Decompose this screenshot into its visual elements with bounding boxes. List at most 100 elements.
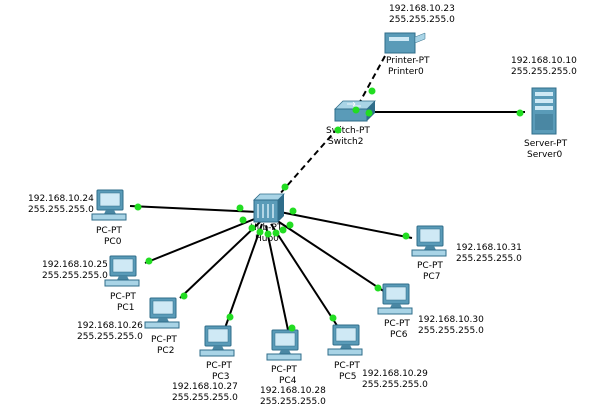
hub-device[interactable]: [253, 193, 285, 223]
printer-ip: 192.168.10.23: [389, 4, 455, 14]
link-hub-pc4: [265, 225, 289, 331]
pc-device[interactable]: [266, 329, 302, 361]
pc-icon: [411, 225, 447, 257]
pc-type-label: PC-PT: [96, 226, 122, 236]
link-up-dot: [281, 183, 289, 191]
pc-ip: 192.168.10.27: [172, 382, 238, 392]
server-device[interactable]: [531, 87, 557, 135]
pc-name-label: PC0: [104, 237, 122, 247]
pc-device[interactable]: [411, 225, 447, 257]
pc-type-label: PC-PT: [417, 261, 443, 271]
pc-ip: 192.168.10.30: [418, 315, 484, 325]
pc-name-label: PC5: [339, 372, 356, 382]
pc-device[interactable]: [327, 324, 363, 356]
pc-ip: 192.168.10.25: [42, 260, 108, 270]
printer-mask: 255.255.255.0: [389, 15, 455, 25]
pc-type-label: PC-PT: [110, 292, 136, 302]
link-status-dots: [134, 87, 524, 332]
pc-icon: [91, 189, 127, 221]
pc-icon: [266, 329, 302, 361]
link-up-dot: [256, 228, 264, 236]
pc-mask: 255.255.255.0: [28, 205, 94, 215]
link-up-dot: [288, 324, 296, 332]
pc-device[interactable]: [144, 297, 180, 329]
link-up-dot: [286, 221, 294, 229]
link-up-dot: [368, 87, 376, 95]
pc-name-label: PC1: [117, 303, 134, 313]
link-up-dot: [329, 314, 337, 322]
link-up-dot: [365, 109, 373, 117]
pc-type-label: PC-PT: [384, 319, 410, 329]
pc-type-label: PC-PT: [334, 361, 360, 371]
hub-type-label: Hub-PT: [250, 223, 283, 233]
link-up-dot: [279, 226, 287, 234]
server-type-label: Server-PT: [524, 139, 568, 149]
pc-ip: 192.168.10.29: [362, 369, 428, 379]
pc-device[interactable]: [104, 255, 140, 287]
link-hub-pc5: [270, 223, 339, 328]
link-up-dot: [402, 232, 410, 240]
pc-type-label: PC-PT: [271, 365, 297, 375]
link-up-dot: [145, 257, 153, 265]
printer-name-label: Printer0: [388, 67, 424, 77]
pc-name-label: PC2: [157, 346, 174, 356]
link-up-dot: [236, 204, 244, 212]
pc-mask: 255.255.255.0: [42, 271, 108, 281]
pc-icon: [199, 325, 235, 357]
link-up-dot: [289, 207, 297, 215]
link-up-dot: [239, 216, 247, 224]
pc-device[interactable]: [199, 325, 235, 357]
pc-name-label: PC7: [423, 272, 440, 282]
link-up-dot: [264, 230, 272, 238]
link-hub-pc2: [179, 221, 261, 299]
link-up-dot: [248, 224, 256, 232]
link-up-dot: [334, 126, 342, 134]
link-up-dot: [352, 106, 360, 114]
switch-name-label: Switch2: [328, 137, 363, 147]
pc-icon: [144, 297, 180, 329]
link-switch-hub: [277, 127, 339, 197]
pc-icon: [104, 255, 140, 287]
server-mask: 255.255.255.0: [511, 67, 577, 77]
pc-name-label: PC4: [279, 376, 297, 386]
pc-icon: [377, 283, 413, 315]
link-hub-pc0: [129, 205, 258, 213]
link-up-dot: [374, 284, 382, 292]
pc-name-label: PC3: [212, 372, 229, 382]
pc-ip: 192.168.10.24: [28, 194, 94, 204]
link-up-dot: [180, 292, 188, 300]
server-icon: [531, 87, 557, 135]
pc-mask: 255.255.255.0: [172, 393, 238, 403]
server-ip: 192.168.10.10: [511, 56, 577, 66]
pc-icon: [327, 324, 363, 356]
pc-ip: 192.168.10.28: [260, 386, 326, 396]
link-up-dot: [272, 229, 280, 237]
hub-icon: [253, 193, 285, 223]
pc-ip: 192.168.10.31: [456, 243, 522, 253]
printer-device[interactable]: [384, 32, 426, 54]
link-hub-pc7: [279, 211, 413, 239]
link-up-dot: [134, 203, 142, 211]
pc-type-label: PC-PT: [151, 335, 177, 345]
server-name-label: Server0: [527, 150, 563, 160]
link-hub-pc3: [224, 223, 263, 329]
pc-mask: 255.255.255.0: [418, 326, 484, 336]
printer-icon: [384, 32, 426, 54]
link-hub-pc6: [275, 219, 386, 293]
link-up-dot: [516, 109, 524, 117]
link-hub-pc1: [144, 217, 258, 264]
hub-name-label: Hub0: [255, 234, 279, 244]
pc-type-label: PC-PT: [206, 361, 232, 371]
pc-mask: 255.255.255.0: [456, 254, 522, 264]
pc-device[interactable]: [91, 189, 127, 221]
pc-name-label: PC6: [390, 330, 408, 340]
pc-mask: 255.255.255.0: [77, 332, 143, 342]
pc-device[interactable]: [377, 283, 413, 315]
pc-mask: 255.255.255.0: [362, 380, 428, 390]
pc-mask: 255.255.255.0: [260, 397, 326, 407]
printer-type-label: Printer-PT: [386, 56, 430, 66]
switch-type-label: Switch-PT: [326, 126, 370, 136]
pc-ip: 192.168.10.26: [77, 321, 143, 331]
